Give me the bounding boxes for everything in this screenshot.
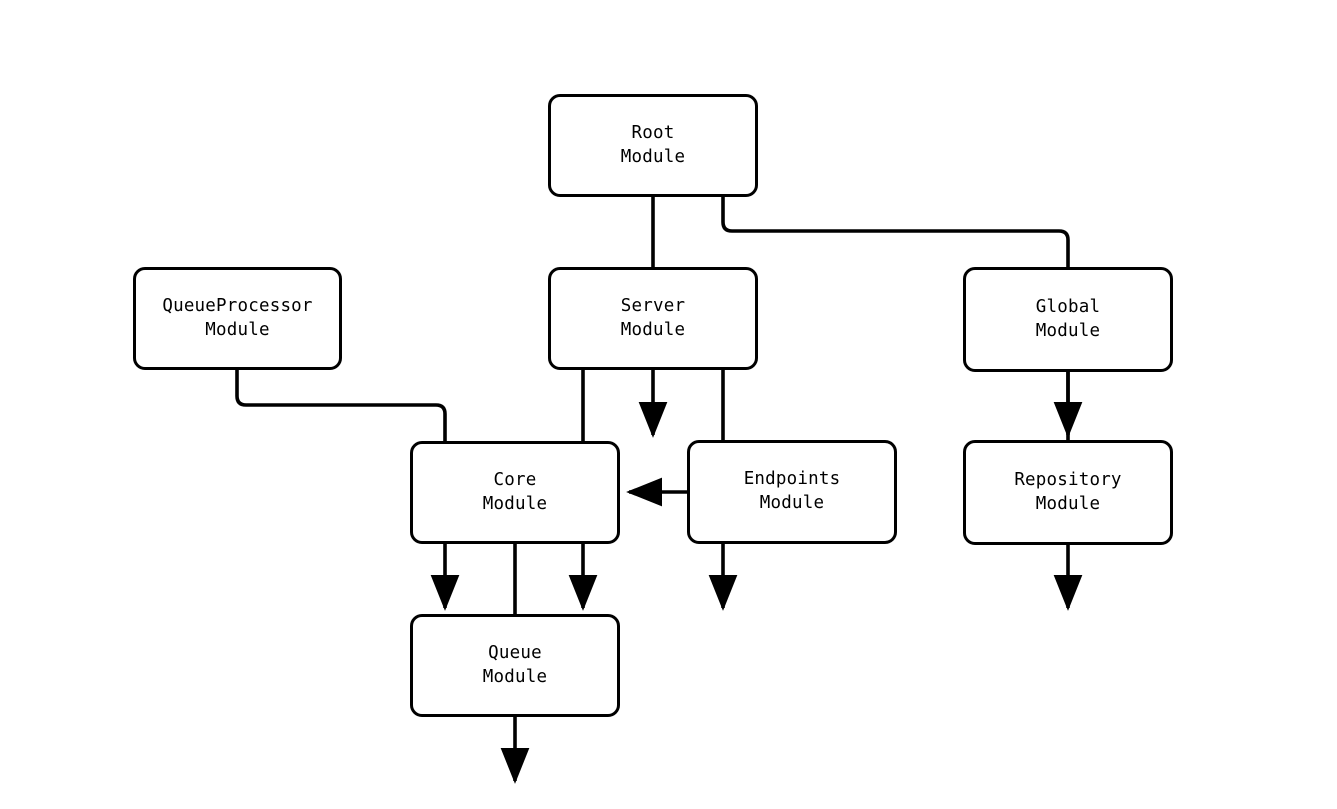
node-repository-module[interactable]: Repository Module (963, 440, 1173, 545)
node-root-module[interactable]: Root Module (548, 94, 758, 197)
node-endpoints-module[interactable]: Endpoints Module (687, 440, 897, 544)
node-queueprocessor-module-label: QueueProcessor Module (162, 295, 313, 340)
node-endpoints-module-label: Endpoints Module (743, 469, 841, 513)
node-global-module[interactable]: Global Module (963, 267, 1173, 372)
node-global-module-label: Global Module (1035, 296, 1101, 341)
node-core-module-label: Core Module (482, 469, 548, 514)
node-queue-module[interactable]: Queue Module (410, 614, 620, 717)
node-core-module[interactable]: Core Module (410, 441, 620, 544)
edge-queueprocessor-core (235, 370, 460, 611)
node-queueprocessor-module[interactable]: QueueProcessor Module (133, 267, 342, 370)
node-root-module-label: Root Module (620, 122, 686, 167)
edge-root-global (721, 197, 1083, 438)
node-queue-module-label: Queue Module (482, 642, 548, 687)
node-repository-module-label: Repository Module (1014, 469, 1122, 514)
node-server-module[interactable]: Server Module (548, 267, 758, 370)
node-server-module-label: Server Module (620, 295, 686, 340)
